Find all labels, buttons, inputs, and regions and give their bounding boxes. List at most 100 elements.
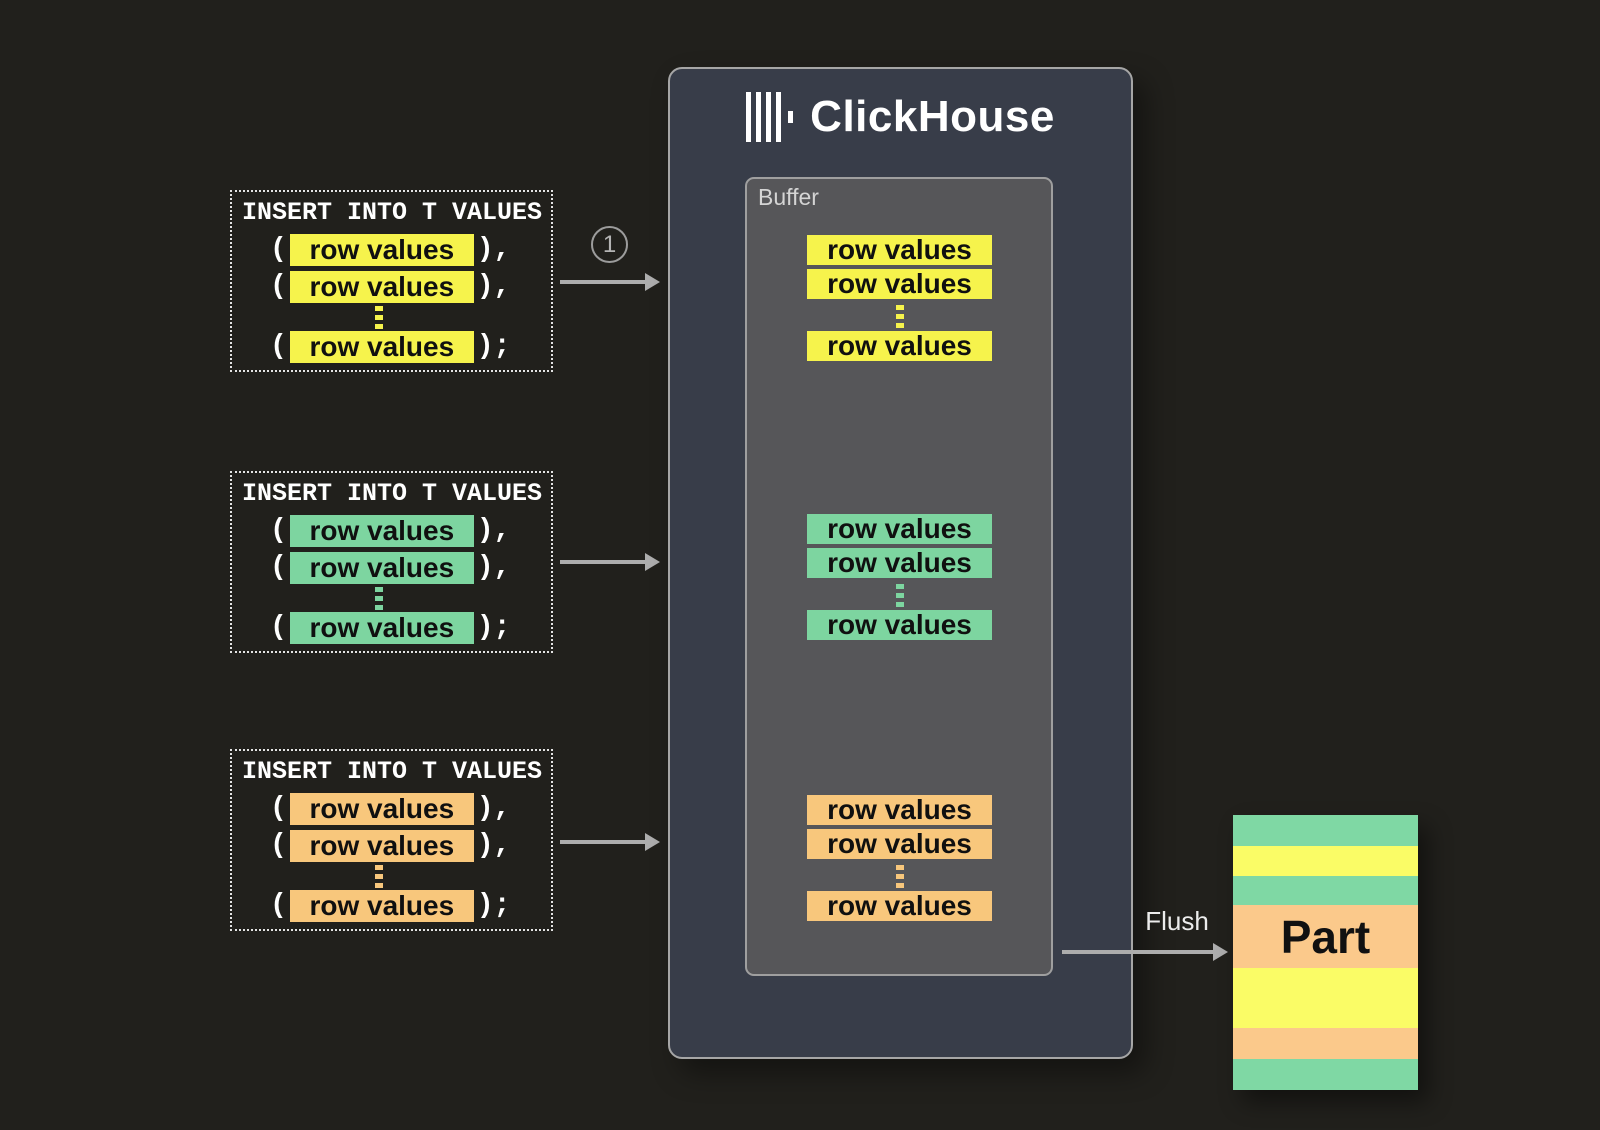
dot: [895, 305, 904, 310]
arrow-head-icon: [645, 273, 660, 291]
insert-arrow-1: [560, 272, 660, 292]
row-values-chip: row values: [289, 829, 474, 862]
dot: [375, 306, 383, 311]
dot: [375, 883, 383, 888]
arrow-shaft: [560, 560, 647, 564]
code-row: ( row values );: [270, 889, 551, 922]
arrow-head-icon: [645, 553, 660, 571]
part-stripe: [1233, 1028, 1418, 1059]
dot: [375, 874, 383, 879]
insert-title: INSERT INTO T VALUES: [242, 198, 543, 227]
open-paren: (: [270, 271, 287, 302]
step-1-badge: 1: [591, 226, 628, 263]
close-paren-semicolon: );: [476, 612, 511, 643]
buffer-group-green: row values row values row values: [807, 513, 992, 644]
buffer-group-orange: row values row values row values: [807, 794, 992, 925]
row-values-chip: row values: [289, 330, 474, 363]
clickhouse-logo-icon: [746, 92, 794, 142]
dot: [375, 596, 383, 601]
arrow-head-icon: [645, 833, 660, 851]
part-stripe: Part: [1233, 905, 1418, 968]
dot: [895, 883, 904, 888]
buffered-row: row values: [807, 513, 992, 544]
open-paren: (: [270, 552, 287, 583]
arrow-shaft: [560, 840, 647, 844]
code-row: ( row values ),: [270, 792, 551, 825]
insert-statement-box-2: INSERT INTO T VALUES ( row values ), ( r…: [230, 471, 553, 653]
row-values-chip: row values: [289, 792, 474, 825]
dot: [375, 587, 383, 592]
ellipsis-dots: [375, 306, 383, 329]
insert-title: INSERT INTO T VALUES: [242, 757, 543, 786]
close-paren-comma: ),: [476, 552, 511, 583]
code-row: ( row values );: [270, 611, 551, 644]
row-values-chip: row values: [289, 270, 474, 303]
open-paren: (: [270, 890, 287, 921]
close-paren-comma: ),: [476, 515, 511, 546]
clickhouse-title: ClickHouse: [810, 92, 1055, 141]
code-row: ( row values );: [270, 330, 551, 363]
dot: [895, 865, 904, 870]
dot: [895, 593, 904, 598]
close-paren-semicolon: );: [476, 890, 511, 921]
buffered-row: row values: [807, 268, 992, 299]
part-label: Part: [1280, 910, 1371, 963]
dot: [895, 314, 904, 319]
row-values-chip: row values: [289, 611, 474, 644]
dot: [895, 602, 904, 607]
ellipsis-dots: [895, 584, 904, 607]
close-paren-comma: ),: [476, 234, 511, 265]
dot: [895, 874, 904, 879]
buffered-row: row values: [807, 234, 992, 265]
arrow-head-icon: [1213, 943, 1228, 961]
clickhouse-header: ClickHouse: [668, 92, 1133, 142]
insert-arrow-2: [560, 552, 660, 572]
part-stripe: [1233, 846, 1418, 876]
open-paren: (: [270, 793, 287, 824]
flush-label: Flush: [1145, 906, 1209, 936]
flush-arrow: [1062, 942, 1228, 962]
row-values-chip: row values: [289, 551, 474, 584]
part-stripe: [1233, 1059, 1418, 1090]
buffered-row: row values: [807, 330, 992, 361]
row-values-chip: row values: [289, 233, 474, 266]
close-paren-comma: ),: [476, 271, 511, 302]
buffered-row: row values: [807, 547, 992, 578]
row-values-chip: row values: [289, 889, 474, 922]
part-stripe: [1233, 876, 1418, 905]
buffered-row: row values: [807, 609, 992, 640]
dot: [895, 323, 904, 328]
ellipsis-dots: [375, 865, 383, 888]
code-row: ( row values ),: [270, 551, 551, 584]
code-row: ( row values ),: [270, 233, 551, 266]
insert-statement-box-1: INSERT INTO T VALUES ( row values ), ( r…: [230, 190, 553, 372]
buffered-row: row values: [807, 890, 992, 921]
close-paren-comma: ),: [476, 830, 511, 861]
buffer-group-yellow: row values row values row values: [807, 234, 992, 365]
part-box: Part: [1233, 815, 1418, 1090]
part-stripe: [1233, 815, 1418, 846]
buffer-label: Buffer: [758, 184, 819, 210]
ellipsis-dots: [895, 865, 904, 888]
dot: [375, 605, 383, 610]
arrow-shaft: [1062, 950, 1215, 954]
close-paren-semicolon: );: [476, 331, 511, 362]
insert-arrow-3: [560, 832, 660, 852]
open-paren: (: [270, 331, 287, 362]
dot: [375, 865, 383, 870]
dot: [895, 584, 904, 589]
code-row: ( row values ),: [270, 829, 551, 862]
open-paren: (: [270, 234, 287, 265]
row-values-chip: row values: [289, 514, 474, 547]
insert-statement-box-3: INSERT INTO T VALUES ( row values ), ( r…: [230, 749, 553, 931]
open-paren: (: [270, 612, 287, 643]
close-paren-comma: ),: [476, 793, 511, 824]
buffered-row: row values: [807, 794, 992, 825]
code-row: ( row values ),: [270, 514, 551, 547]
ellipsis-dots: [895, 305, 904, 328]
dot: [375, 315, 383, 320]
insert-title: INSERT INTO T VALUES: [242, 479, 543, 508]
open-paren: (: [270, 830, 287, 861]
ellipsis-dots: [375, 587, 383, 610]
